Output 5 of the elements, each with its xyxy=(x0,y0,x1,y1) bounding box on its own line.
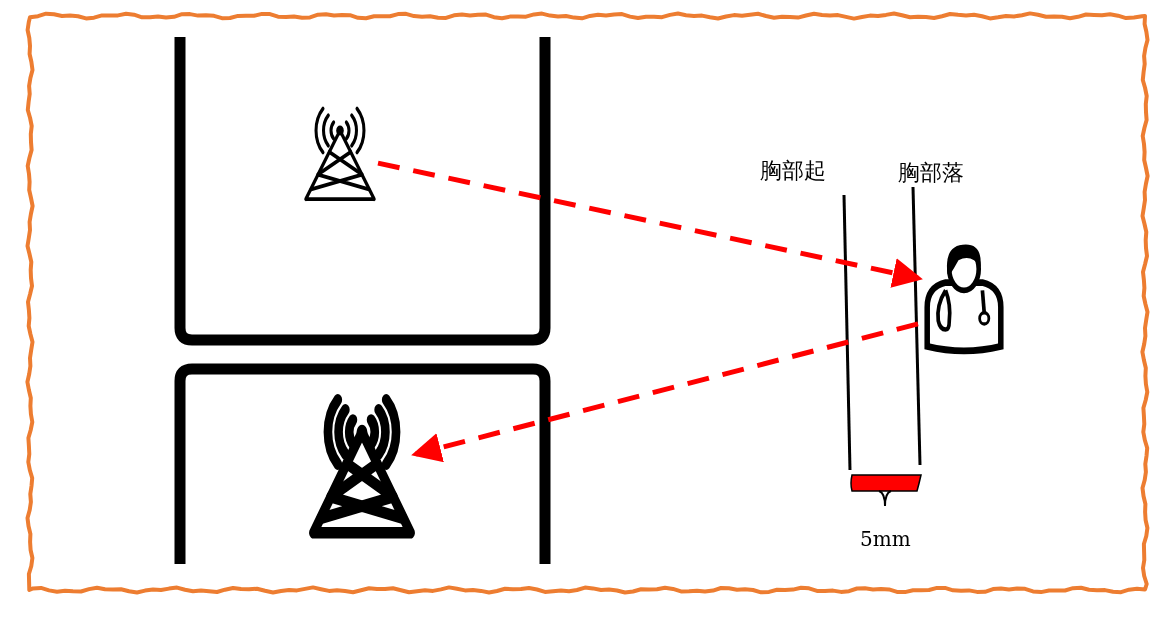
arrow xyxy=(411,321,919,463)
dimension-label: 5mm xyxy=(860,527,911,551)
arrow xyxy=(377,160,923,288)
line-label: 胸部起 xyxy=(760,157,826,185)
line-label: 胸部落 xyxy=(898,159,964,187)
